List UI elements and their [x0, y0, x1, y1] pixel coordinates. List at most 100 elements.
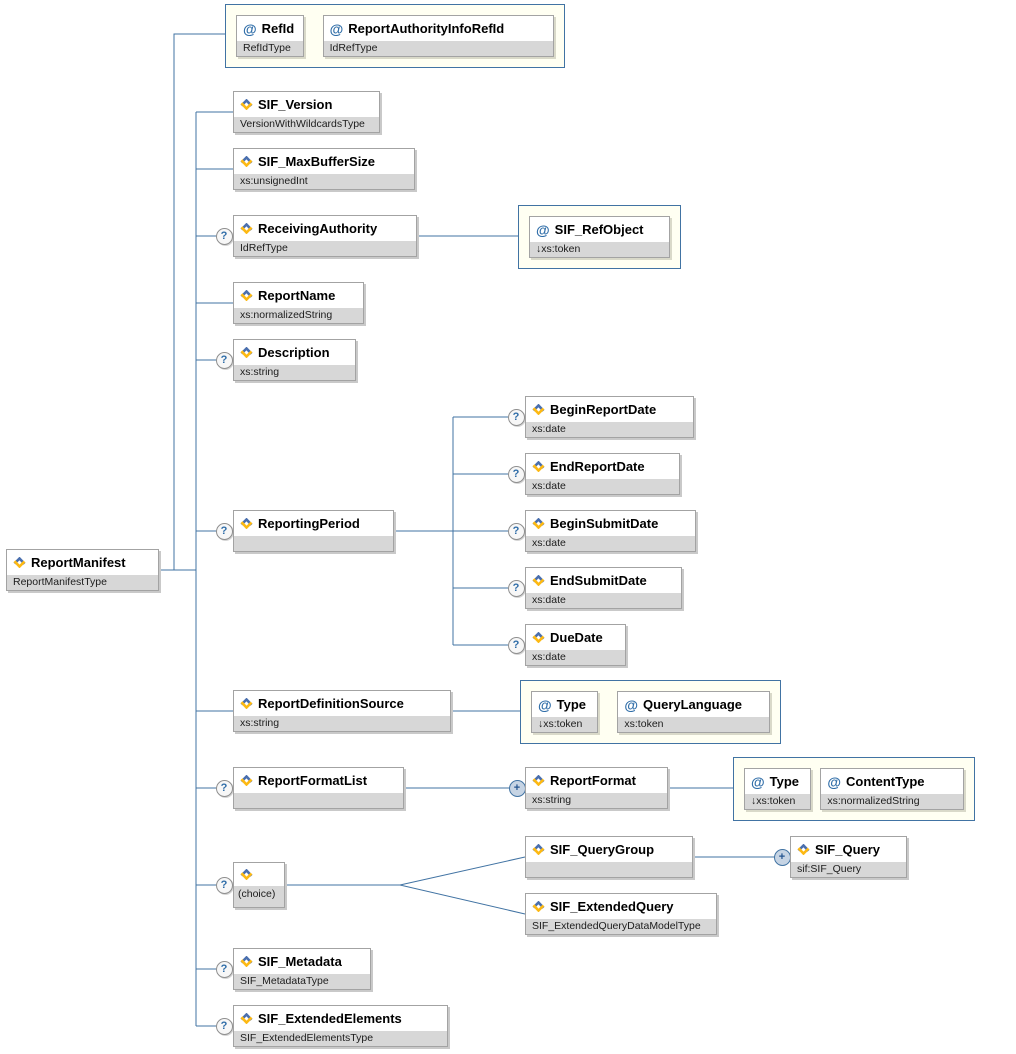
element-type: sif:SIF_Query — [791, 862, 906, 877]
attribute-name: RefId — [261, 21, 295, 36]
element-box-receiving-authority[interactable]: ReceivingAuthority IdRefType — [233, 215, 417, 257]
element-box-description[interactable]: Description xs:string — [233, 339, 356, 381]
element-type: xs:string — [526, 793, 667, 808]
element-icon — [240, 775, 253, 786]
attribute-box-report-authority-info-refid[interactable]: @ ReportAuthorityInfoRefId IdRefType — [322, 15, 554, 57]
element-icon — [240, 869, 253, 880]
element-icon — [532, 632, 545, 643]
element-type: VersionWithWildcardsType — [234, 117, 379, 132]
element-name: SIF_Version — [258, 97, 333, 112]
element-type: xs:normalizedString — [234, 308, 363, 323]
element-icon — [240, 956, 253, 967]
element-icon — [532, 404, 545, 415]
element-name: Description — [258, 345, 330, 360]
element-box-sif-max-buffer-size[interactable]: SIF_MaxBufferSize xs:unsignedInt — [233, 148, 415, 190]
element-type: SIF_ExtendedElementsType — [234, 1031, 447, 1046]
attribute-group-report-format: @ Type ↓xs:token @ ContentType xs:normal… — [733, 757, 975, 821]
element-icon — [240, 223, 253, 234]
element-box-due-date[interactable]: DueDate xs:date — [525, 624, 626, 666]
choice-label: (choice) — [234, 886, 284, 907]
attribute-type: ↓xs:token — [745, 794, 811, 809]
optional-indicator: ? — [215, 876, 233, 894]
element-box-begin-report-date[interactable]: BeginReportDate xs:date — [525, 396, 694, 438]
element-type: xs:string — [234, 716, 450, 731]
element-box-reporting-period[interactable]: ReportingPeriod — [233, 510, 394, 552]
repeat-indicator: + — [773, 848, 791, 866]
element-type — [234, 793, 403, 808]
element-icon — [532, 844, 545, 855]
element-name: SIF_QueryGroup — [550, 842, 655, 857]
element-box-sif-metadata[interactable]: SIF_Metadata SIF_MetadataType — [233, 948, 371, 990]
attribute-group-report-definition-source: @ Type ↓xs:token @ QueryLanguage xs:toke… — [520, 680, 781, 744]
element-icon — [240, 347, 253, 358]
element-type: IdRefType — [234, 241, 416, 256]
attribute-type: IdRefType — [323, 41, 553, 56]
element-box-end-submit-date[interactable]: EndSubmitDate xs:date — [525, 567, 682, 609]
element-name: BeginSubmitDate — [550, 516, 659, 531]
element-name: SIF_Query — [815, 842, 881, 857]
element-name: ReportingPeriod — [258, 516, 360, 531]
element-box-end-report-date[interactable]: EndReportDate xs:date — [525, 453, 680, 495]
element-icon — [13, 557, 26, 568]
choice-box[interactable]: (choice) — [233, 862, 285, 908]
attribute-type: RefIdType — [237, 41, 303, 56]
attribute-name: Type — [556, 697, 587, 712]
attribute-box-content-type[interactable]: @ ContentType xs:normalizedString — [820, 768, 964, 810]
element-type: SIF_MetadataType — [234, 974, 370, 989]
element-box-report-name[interactable]: ReportName xs:normalizedString — [233, 282, 364, 324]
element-box-begin-submit-date[interactable]: BeginSubmitDate xs:date — [525, 510, 696, 552]
attribute-icon: @ — [536, 221, 550, 238]
element-name: SIF_Metadata — [258, 954, 342, 969]
element-type: xs:string — [234, 365, 355, 380]
element-box-sif-extended-query[interactable]: SIF_ExtendedQuery SIF_ExtendedQueryDataM… — [525, 893, 717, 935]
element-box-report-format-list[interactable]: ReportFormatList — [233, 767, 404, 809]
element-box-sif-query-group[interactable]: SIF_QueryGroup — [525, 836, 693, 878]
attribute-group-root: @ RefId RefIdType @ ReportAuthorityInfoR… — [225, 4, 565, 68]
element-box-sif-query[interactable]: SIF_Query sif:SIF_Query — [790, 836, 907, 878]
element-type: xs:date — [526, 422, 693, 437]
attribute-icon: @ — [827, 773, 842, 790]
optional-indicator: ? — [215, 351, 233, 369]
optional-indicator: ? — [215, 779, 233, 797]
attribute-box-type[interactable]: @ Type ↓xs:token — [531, 691, 599, 733]
element-icon — [532, 901, 545, 912]
attribute-type: ↓xs:token — [530, 242, 669, 257]
optional-indicator: ? — [507, 408, 525, 426]
repeat-indicator: + — [508, 779, 526, 797]
element-name: ReportFormat — [550, 773, 636, 788]
element-icon — [240, 156, 253, 167]
element-type: xs:date — [526, 536, 695, 551]
attribute-name: SIF_RefObject — [554, 222, 644, 237]
element-icon — [532, 775, 545, 786]
element-box-report-definition-source[interactable]: ReportDefinitionSource xs:string — [233, 690, 451, 732]
element-name: BeginReportDate — [550, 402, 657, 417]
element-box-sif-extended-elements[interactable]: SIF_ExtendedElements SIF_ExtendedElement… — [233, 1005, 448, 1047]
element-type: ReportManifestType — [7, 575, 158, 590]
attribute-box-type[interactable]: @ Type ↓xs:token — [744, 768, 812, 810]
attribute-icon: @ — [751, 773, 765, 790]
attribute-box-sif-ref-object[interactable]: @ SIF_RefObject ↓xs:token — [529, 216, 670, 258]
element-type: xs:unsignedInt — [234, 174, 414, 189]
element-name: SIF_ExtendedElements — [258, 1011, 402, 1026]
attribute-box-query-language[interactable]: @ QueryLanguage xs:token — [617, 691, 770, 733]
element-box-sif-version[interactable]: SIF_Version VersionWithWildcardsType — [233, 91, 380, 133]
element-name: ReportFormatList — [258, 773, 368, 788]
element-icon — [532, 461, 545, 472]
attribute-type: ↓xs:token — [532, 717, 598, 732]
element-icon — [240, 290, 253, 301]
element-type — [234, 536, 393, 551]
element-box-report-format[interactable]: ReportFormat xs:string — [525, 767, 668, 809]
attribute-type: xs:token — [618, 717, 769, 732]
element-icon — [240, 99, 253, 110]
element-box-report-manifest[interactable]: ReportManifest ReportManifestType — [6, 549, 159, 591]
attribute-box-refid[interactable]: @ RefId RefIdType — [236, 15, 304, 57]
attribute-icon: @ — [538, 696, 552, 713]
attribute-name: ContentType — [846, 774, 925, 789]
attribute-icon: @ — [243, 20, 257, 37]
element-name: ReportManifest — [31, 555, 126, 570]
optional-indicator: ? — [507, 522, 525, 540]
element-type: SIF_ExtendedQueryDataModelType — [526, 919, 716, 934]
element-name: ReceivingAuthority — [258, 221, 378, 236]
